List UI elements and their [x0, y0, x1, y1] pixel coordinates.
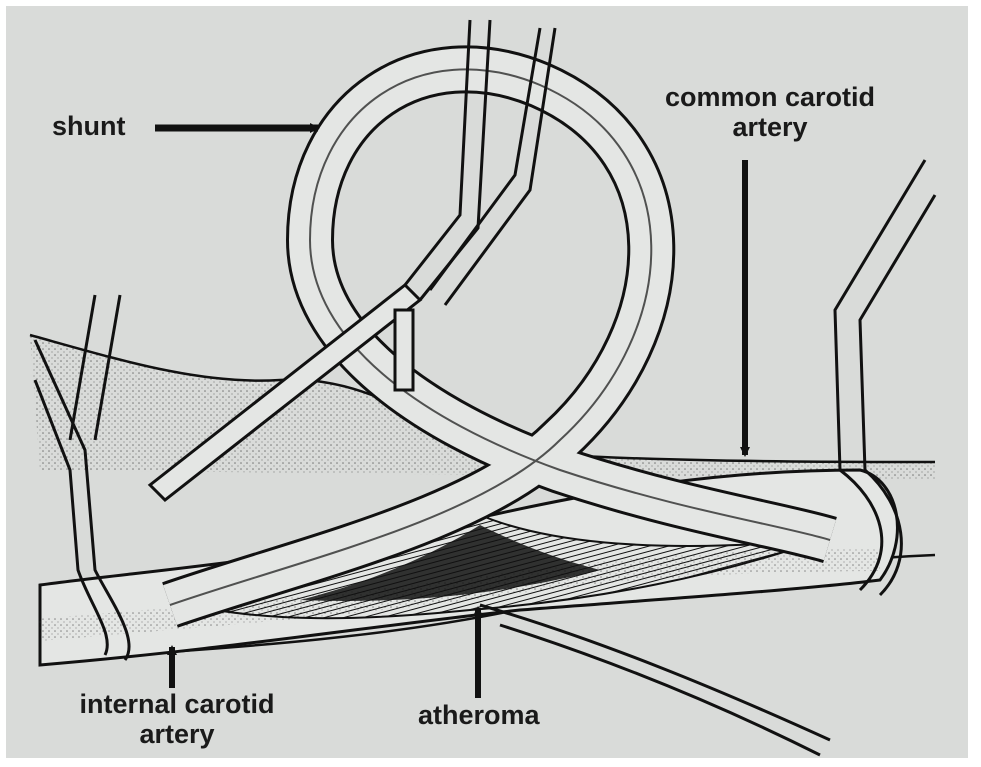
label-shunt: shunt: [52, 111, 126, 141]
label-atheroma: atheroma: [418, 700, 540, 730]
label-common-carotid-artery: common carotid artery: [640, 82, 900, 142]
label-internal-carotid-artery: internal carotid artery: [62, 689, 292, 749]
